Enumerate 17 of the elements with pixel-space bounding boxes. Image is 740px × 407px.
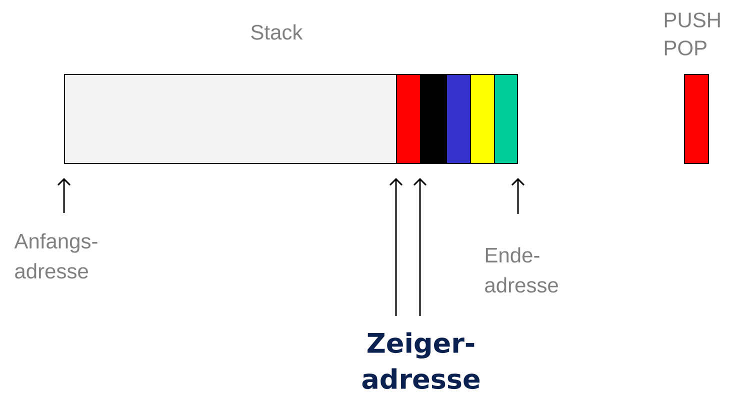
arrow — [389, 178, 403, 316]
address-label: Anfangs- adresse — [14, 233, 98, 279]
operation-label: PUSH — [664, 12, 720, 28]
stack-title: Stack — [251, 24, 303, 40]
stack-cell — [396, 74, 421, 164]
arrow — [413, 178, 427, 316]
stack-cell — [470, 74, 495, 164]
arrow — [57, 178, 71, 213]
stack-cell — [420, 74, 447, 164]
stack-cell — [64, 74, 397, 164]
stack-cell — [446, 74, 471, 164]
stack-cell — [494, 74, 518, 164]
operation-label: POP — [664, 40, 706, 56]
address-label: Ende- adresse — [485, 247, 558, 293]
arrow — [511, 178, 525, 214]
pointer-label: Zeiger- adresse — [362, 332, 480, 390]
pushed-element — [684, 74, 709, 164]
